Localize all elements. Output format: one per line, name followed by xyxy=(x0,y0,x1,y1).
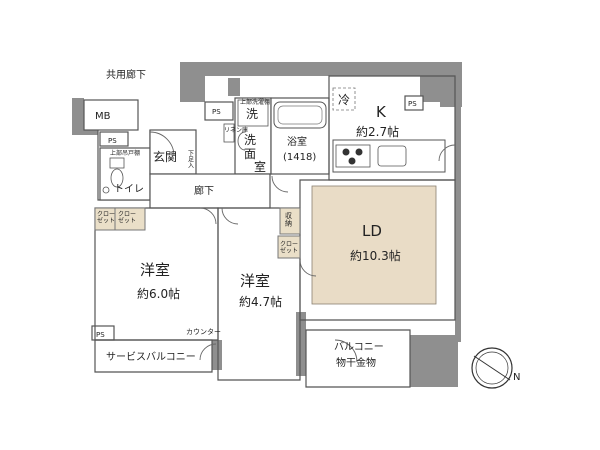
label-ps-kitchen: PS xyxy=(408,100,417,108)
wash-basin xyxy=(223,99,269,151)
label-linen: リネン庫 xyxy=(224,126,248,134)
label-shoe-box: 下足入 xyxy=(187,150,194,168)
label-closet-c: クローゼット xyxy=(280,241,298,255)
label-drying-rack: 物干金物 xyxy=(336,356,376,369)
labels: 共用廊下 MB PS PS PS PS 上部吊戸棚 玄関 下足入 トイレ 上部洗… xyxy=(95,68,520,383)
bathtub xyxy=(273,101,327,129)
label-mb: MB xyxy=(95,111,111,122)
label-toilet: トイレ xyxy=(114,184,144,195)
label-washroom-1: 洗 xyxy=(244,133,256,147)
label-upper-shelf: 上部吊戸棚 xyxy=(110,149,140,157)
label-western-room-2-area: 約4.7帖 xyxy=(239,294,282,309)
label-western-room-1-area: 約6.0帖 xyxy=(137,286,180,301)
label-wash-top: 洗 xyxy=(246,107,258,121)
toilet-fixture xyxy=(102,157,125,194)
label-washroom-3: 室 xyxy=(254,159,266,174)
label-ld: LD xyxy=(362,222,382,240)
label-fridge: 冷 xyxy=(338,93,350,107)
label-western-room-2: 洋室 xyxy=(240,272,270,290)
label-compass-n: N xyxy=(513,372,520,383)
label-hallway: 廊下 xyxy=(194,184,214,197)
label-kitchen-area: 約2.7帖 xyxy=(356,124,399,139)
room-outlines xyxy=(83,75,456,388)
door-swings xyxy=(149,131,456,363)
label-storage: 収納 xyxy=(285,212,292,228)
label-closet-b: クローゼット xyxy=(118,211,136,225)
label-bath: 浴室 xyxy=(287,135,307,148)
label-counter: カウンター xyxy=(186,327,221,336)
label-western-room-1: 洋室 xyxy=(140,261,170,279)
compass xyxy=(471,347,513,389)
label-balcony: バルコニー xyxy=(334,341,384,353)
label-kitchen: K xyxy=(376,103,387,121)
label-wash-upper: 上部洗濯棚 xyxy=(240,98,270,106)
kitchen-fixtures xyxy=(332,87,446,173)
label-ps-bottom: PS xyxy=(96,331,105,339)
label-closet-a: クローゼット xyxy=(97,211,115,225)
label-ld-area: 約10.3帖 xyxy=(350,248,401,263)
label-bath-size: (1418) xyxy=(283,152,316,163)
label-washroom-2: 面 xyxy=(244,147,256,161)
label-entrance: 玄関 xyxy=(153,149,177,164)
label-ps-top-left: PS xyxy=(108,137,117,145)
label-shared-corridor: 共用廊下 xyxy=(106,68,146,81)
label-service-balcony: サービスバルコニー xyxy=(106,351,196,363)
label-ps-upper: PS xyxy=(212,108,221,116)
